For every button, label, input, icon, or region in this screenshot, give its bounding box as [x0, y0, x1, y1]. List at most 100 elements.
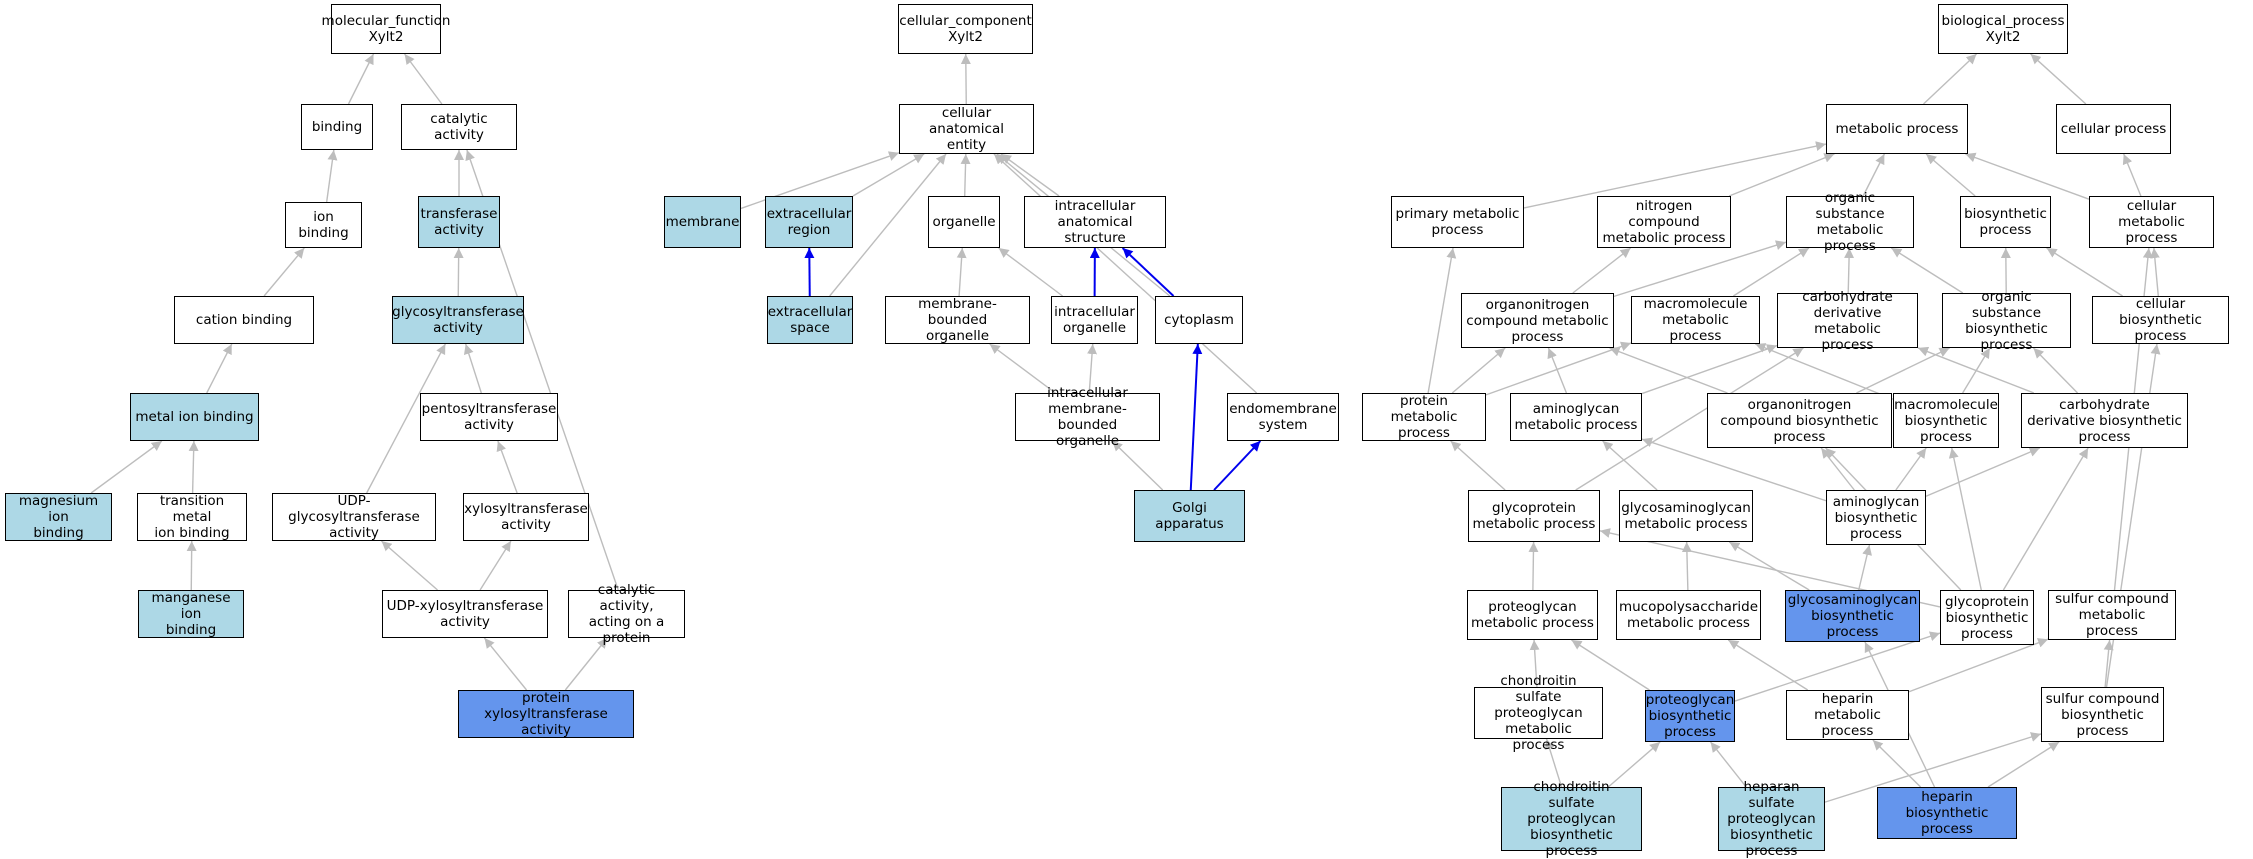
edge-golgi-to-endomembrane	[1214, 441, 1260, 490]
node-magnesium[interactable]: magnesium ion binding	[5, 493, 112, 541]
node-organic-met[interactable]: organic substance metabolic process	[1786, 196, 1914, 248]
node-cation-binding[interactable]: cation binding	[174, 296, 314, 344]
edge-magnesium-to-metal-ion	[91, 441, 162, 493]
node-gag-met[interactable]: glycosaminoglycan metabolic process	[1619, 490, 1753, 542]
edge-glycoprotein-bio-to-macromolecule-bio	[1952, 448, 1982, 590]
edge-cellular-met-to-cellular-process	[2124, 154, 2141, 196]
node-protein-xylo[interactable]: protein xylosyltransferase activity	[458, 690, 634, 738]
node-membrane[interactable]: membrane	[664, 196, 741, 248]
node-udp-xylo[interactable]: UDP-xylosyltransferase activity	[382, 590, 548, 638]
node-transition-metal[interactable]: transition metal ion binding	[137, 493, 247, 541]
node-carb-deriv-met[interactable]: carbohydrate derivative metabolic proces…	[1777, 293, 1918, 348]
node-catalytic[interactable]: catalytic activity	[401, 104, 517, 150]
node-mbo[interactable]: membrane-bounded organelle	[885, 296, 1030, 344]
node-bp-root[interactable]: biological_process Xylt2	[1938, 4, 2068, 54]
edge-organonitrogen-met-to-organic-met	[1614, 242, 1786, 296]
node-organic-bio[interactable]: organic substance biosynthetic process	[1942, 293, 2071, 348]
node-cellular-bio[interactable]: cellular biosynthetic process	[2092, 296, 2229, 344]
node-ias[interactable]: intracellular anatomical structure	[1024, 196, 1166, 248]
node-aminoglycan-bio[interactable]: aminoglycan biosynthetic process	[1826, 490, 1926, 545]
node-manganese[interactable]: manganese ion binding	[138, 590, 244, 638]
node-intra-org[interactable]: intracellular organelle	[1051, 296, 1138, 344]
node-primary-met[interactable]: primary metabolic process	[1391, 196, 1524, 248]
node-gag-bio[interactable]: glycosaminoglycan biosynthetic process	[1785, 590, 1920, 642]
node-cytoplasm[interactable]: cytoplasm	[1155, 296, 1243, 344]
node-metabolic[interactable]: metabolic process	[1826, 104, 1968, 154]
edge-intra-org-to-organelle	[999, 248, 1063, 296]
edge-golgi-to-cytoplasm	[1191, 344, 1198, 490]
edge-protein-met-to-macromolecule-met	[1486, 343, 1631, 395]
edge-cellular-bio-to-cellular-met	[2154, 248, 2158, 296]
node-sulfur-bio[interactable]: sulfur compound biosynthetic process	[2041, 687, 2164, 742]
node-xylosyltransferase[interactable]: xylosyltransferase activity	[463, 493, 589, 541]
edge-aminoglycan-met-to-organonitrogen-met	[1548, 348, 1566, 393]
node-macromolecule-bio[interactable]: macromolecule biosynthetic process	[1893, 393, 1999, 448]
edge-mbo-to-organelle	[959, 248, 962, 296]
node-cat-protein[interactable]: catalytic activity, acting on a protein	[568, 590, 685, 638]
node-proteoglycan-bio[interactable]: proteoglycan biosynthetic process	[1645, 690, 1735, 742]
node-biosynthetic[interactable]: biosynthetic process	[1960, 196, 2051, 248]
edge-protein-met-to-organonitrogen-met	[1452, 348, 1505, 393]
node-organonitrogen-met[interactable]: organonitrogen compound metabolic proces…	[1461, 293, 1614, 348]
node-heparan-bio[interactable]: heparan sulfate proteoglycan biosyntheti…	[1718, 787, 1825, 851]
edge-extracellular-region-to-cae	[853, 154, 924, 196]
edge-aminoglycan-bio-to-organonitrogen-bio	[1821, 448, 1854, 490]
node-ion-binding[interactable]: ion binding	[285, 202, 362, 248]
node-metal-ion[interactable]: metal ion binding	[130, 393, 259, 441]
edge-aminoglycan-bio-to-carb-deriv-bio	[1926, 448, 2040, 496]
node-aminoglycan-met[interactable]: aminoglycan metabolic process	[1510, 393, 1642, 441]
edge-gag-met-to-aminoglycan-met	[1603, 441, 1657, 490]
edge-metal-ion-to-cation-binding	[207, 344, 232, 393]
edge-ias-to-cae	[1001, 154, 1059, 196]
edge-gag-bio-to-aminoglycan-bio	[1859, 545, 1870, 590]
edge-proteoglycan-met-to-glycoprotein-met	[1533, 542, 1534, 590]
edge-gag-bio-to-gag-met	[1729, 542, 1809, 590]
node-imbo[interactable]: intracellular membrane-bounded organelle	[1015, 393, 1160, 441]
node-binding[interactable]: binding	[301, 104, 373, 150]
edge-organelle-to-cae	[965, 154, 966, 196]
node-organonitrogen-bio[interactable]: organonitrogen compound biosynthetic pro…	[1707, 393, 1892, 448]
edge-xylosyltransferase-to-pentosyltransferase	[498, 441, 517, 493]
node-nitrogen-met[interactable]: nitrogen compound metabolic process	[1597, 196, 1731, 248]
node-chondroitin-bio[interactable]: chondroitin sulfate proteoglycan biosynt…	[1501, 787, 1642, 851]
node-glycosyltransferase[interactable]: glycosyltransferase activity	[392, 296, 524, 344]
node-cellular-process[interactable]: cellular process	[2056, 104, 2171, 154]
edge-catalytic-to-mf-root	[405, 54, 442, 104]
node-cellular-met[interactable]: cellular metabolic process	[2089, 196, 2214, 248]
node-udp-glyco[interactable]: UDP-glycosyltransferase activity	[272, 493, 436, 541]
node-glycoprotein-met[interactable]: glycoprotein metabolic process	[1468, 490, 1600, 542]
edge-manganese-to-transition-metal	[191, 541, 192, 590]
node-cc-root[interactable]: cellular_component Xylt2	[898, 4, 1033, 54]
node-heparin-bio[interactable]: heparin biosynthetic process	[1877, 787, 2017, 839]
edge-mucopoly-met-to-gag-met	[1687, 542, 1688, 590]
edge-cellular-process-to-bp-root	[2031, 54, 2086, 104]
node-glycoprotein-bio[interactable]: glycoprotein biosynthetic process	[1940, 590, 2034, 645]
edge-udp-xylo-to-udp-glyco	[381, 541, 437, 590]
node-cae[interactable]: cellular anatomical entity	[899, 104, 1034, 154]
node-extracellular-region[interactable]: extracellular region	[765, 196, 853, 248]
edge-cytoplasm-to-ias	[1123, 248, 1174, 296]
node-mf-root[interactable]: molecular_function Xylt2	[331, 4, 441, 54]
edge-biosynthetic-to-metabolic	[1926, 154, 1975, 196]
node-pentosyltransferase[interactable]: pentosyltransferase activity	[420, 393, 558, 441]
node-transferase[interactable]: transferase activity	[418, 196, 500, 248]
edge-cae-to-cc-root	[966, 54, 967, 104]
edge-organonitrogen-met-to-nitrogen-met	[1573, 248, 1631, 293]
node-endomembrane[interactable]: endomembrane system	[1227, 393, 1339, 441]
node-chondroitin-met[interactable]: chondroitin sulfate proteoglycan metabol…	[1474, 687, 1603, 739]
edge-udp-xylo-to-xylosyltransferase	[480, 541, 511, 590]
node-heparin-met[interactable]: heparin metabolic process	[1786, 690, 1909, 740]
edge-cation-binding-to-ion-binding	[264, 248, 304, 296]
node-extracellular-space[interactable]: extracellular space	[767, 296, 853, 344]
node-carb-deriv-bio[interactable]: carbohydrate derivative biosynthetic pro…	[2021, 393, 2188, 448]
node-proteoglycan-met[interactable]: proteoglycan metabolic process	[1467, 590, 1598, 640]
node-golgi[interactable]: Golgi apparatus	[1134, 490, 1245, 542]
node-protein-met[interactable]: protein metabolic process	[1362, 393, 1486, 441]
edge-metabolic-to-bp-root	[1924, 54, 1977, 104]
edge-carb-deriv-met-to-organic-met	[1848, 248, 1849, 293]
node-macromolecule-met[interactable]: macromolecule metabolic process	[1631, 296, 1760, 344]
node-sulfur-met[interactable]: sulfur compound metabolic process	[2048, 590, 2176, 640]
node-organelle[interactable]: organelle	[928, 196, 1000, 248]
node-mucopoly-met[interactable]: mucopolysaccharide metabolic process	[1616, 590, 1761, 640]
